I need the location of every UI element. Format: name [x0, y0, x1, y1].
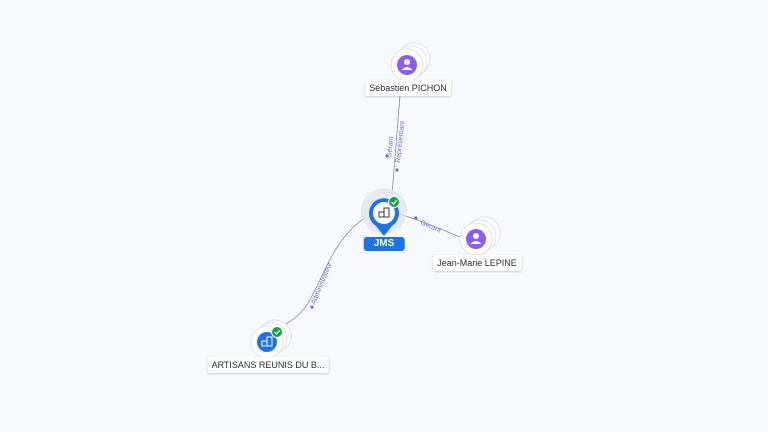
edge-sebastien-jms — [391, 94, 401, 196]
edge-label-representant: Représentant — [395, 121, 406, 164]
edge-arrow — [395, 168, 399, 172]
verified-check-icon — [271, 326, 283, 338]
edge-arrow — [414, 216, 418, 220]
edge-label-gerant-jeanmarie: Gérant — [419, 219, 441, 234]
edge-label-administrateur: Administrateur — [310, 261, 334, 306]
edge-arrow — [385, 154, 389, 158]
node-label-jeanmarie[interactable]: Jean-Marie LEPINE — [433, 255, 521, 271]
edge-arrow — [310, 305, 314, 309]
building-icon — [378, 207, 390, 218]
node-jms[interactable] — [361, 188, 407, 236]
node-label-artisans[interactable]: ARTISANS REUNIS DU B... — [207, 357, 329, 373]
node-label-jms[interactable]: JMS — [363, 237, 405, 251]
verified-check-icon — [388, 196, 400, 208]
node-sebastien[interactable] — [390, 42, 431, 82]
node-jeanmarie[interactable] — [459, 216, 501, 256]
edge-label-gerant-sebastien: Gérant — [386, 136, 395, 158]
node-label-sebastien[interactable]: Sébastien PICHON — [365, 80, 451, 96]
edge-artisans-jms — [275, 217, 366, 329]
node-artisans[interactable] — [250, 319, 292, 359]
